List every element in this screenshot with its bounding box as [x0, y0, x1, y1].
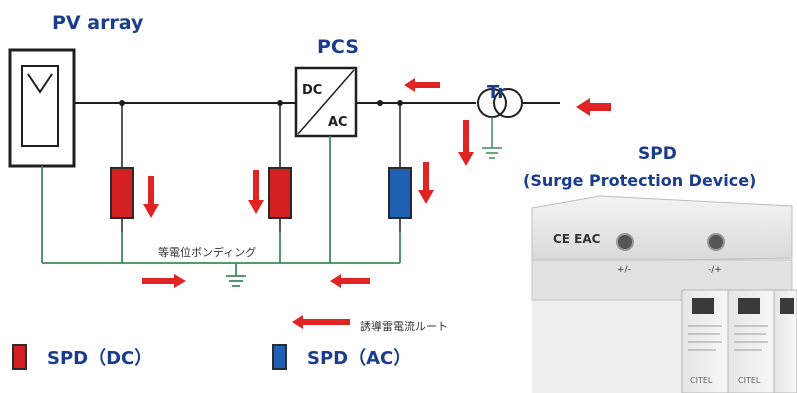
- spd-full-name: (Surge Protection Device): [523, 171, 756, 190]
- spd-branch-wires: [122, 103, 400, 232]
- terminal-right-hole: [708, 234, 724, 250]
- pv-array-box: [10, 50, 74, 166]
- terminal-left-label: +/-: [617, 265, 631, 275]
- spd-title: SPD: [638, 144, 677, 164]
- legend-item-dc: SPD（DC）: [12, 344, 152, 370]
- spd-dc-right: [269, 168, 291, 218]
- pcs-ac-label: AC: [328, 115, 348, 130]
- device-brand-2: CITEL: [738, 376, 761, 385]
- terminal-right-label: -/+: [708, 265, 722, 275]
- pv-array-label: PV array: [52, 12, 143, 34]
- bonding-label: 等電位ボンディング: [158, 244, 256, 260]
- device-brand-1: CITEL: [690, 376, 713, 385]
- spd-ac: [389, 168, 411, 218]
- legend-item-ac: SPD（AC）: [272, 344, 411, 370]
- surge-route-label: 誘導雷電流ルート: [360, 318, 448, 334]
- transformer-label: Tr: [487, 82, 506, 103]
- pcs-dc-label: DC: [302, 83, 322, 98]
- pcs-label: PCS: [317, 36, 359, 58]
- spd-device-image: CE EAC +/- -/+ CITEL CITEL: [532, 196, 797, 393]
- legend-swatch-ac: [272, 344, 287, 370]
- terminal-left-hole: [617, 234, 633, 250]
- legend-label-ac: SPD（AC）: [307, 344, 411, 370]
- legend-swatch-dc: [12, 344, 27, 370]
- legend-label-dc: SPD（DC）: [47, 344, 152, 370]
- bonding-wires: [42, 136, 400, 286]
- device-mark: CE EAC: [553, 232, 601, 246]
- spd-dc-left: [111, 168, 133, 218]
- pcs-box: DC AC: [296, 68, 356, 136]
